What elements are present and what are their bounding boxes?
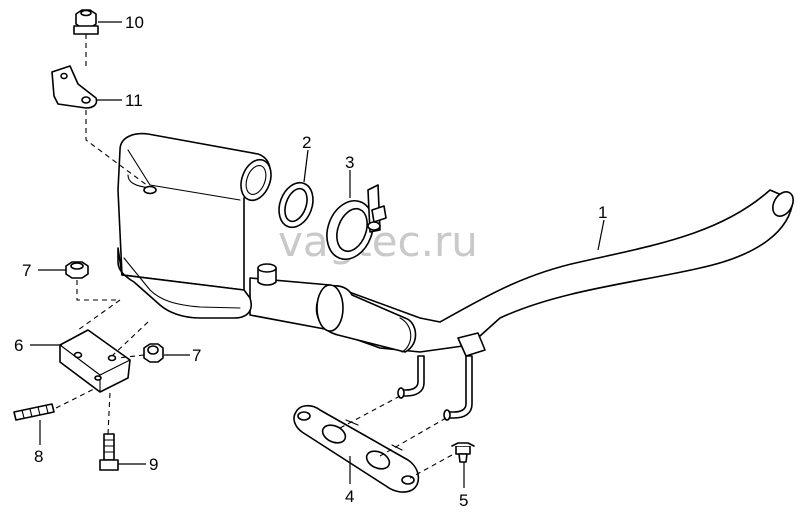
pipe-clamp[interactable]: [319, 184, 387, 266]
gasket-ring[interactable]: [273, 178, 319, 232]
bolt-long[interactable]: [99, 433, 119, 471]
catalytic-converter[interactable]: [117, 132, 276, 319]
callout-9: 9: [149, 455, 158, 474]
nut-upper[interactable]: [65, 261, 89, 279]
callout-4: 4: [345, 487, 354, 506]
callout-8: 8: [34, 447, 43, 466]
callouts: 10 11 2 3 1 7 6 7 8 9 4 5: [14, 13, 607, 510]
callout-10: 10: [125, 13, 144, 32]
callout-1: 1: [598, 203, 607, 222]
callout-2: 2: [302, 133, 311, 152]
nut-lower[interactable]: [143, 343, 164, 363]
exhaust-pipe[interactable]: [249, 188, 797, 421]
callout-11: 11: [125, 91, 143, 110]
assembly-lines: [55, 34, 453, 479]
callout-7-lower: 7: [192, 346, 201, 365]
bolt-small[interactable]: [451, 442, 475, 463]
mounting-bracket[interactable]: [59, 329, 131, 393]
threaded-stud[interactable]: [13, 403, 55, 421]
leader-lines: [30, 21, 605, 488]
callout-5: 5: [459, 491, 468, 510]
callout-7-upper: 7: [22, 261, 31, 280]
flange-gasket[interactable]: [293, 404, 420, 493]
collar-nut[interactable]: [73, 9, 99, 35]
bracket-plate[interactable]: [51, 65, 98, 109]
callout-3: 3: [345, 153, 354, 172]
callout-6: 6: [14, 336, 23, 355]
